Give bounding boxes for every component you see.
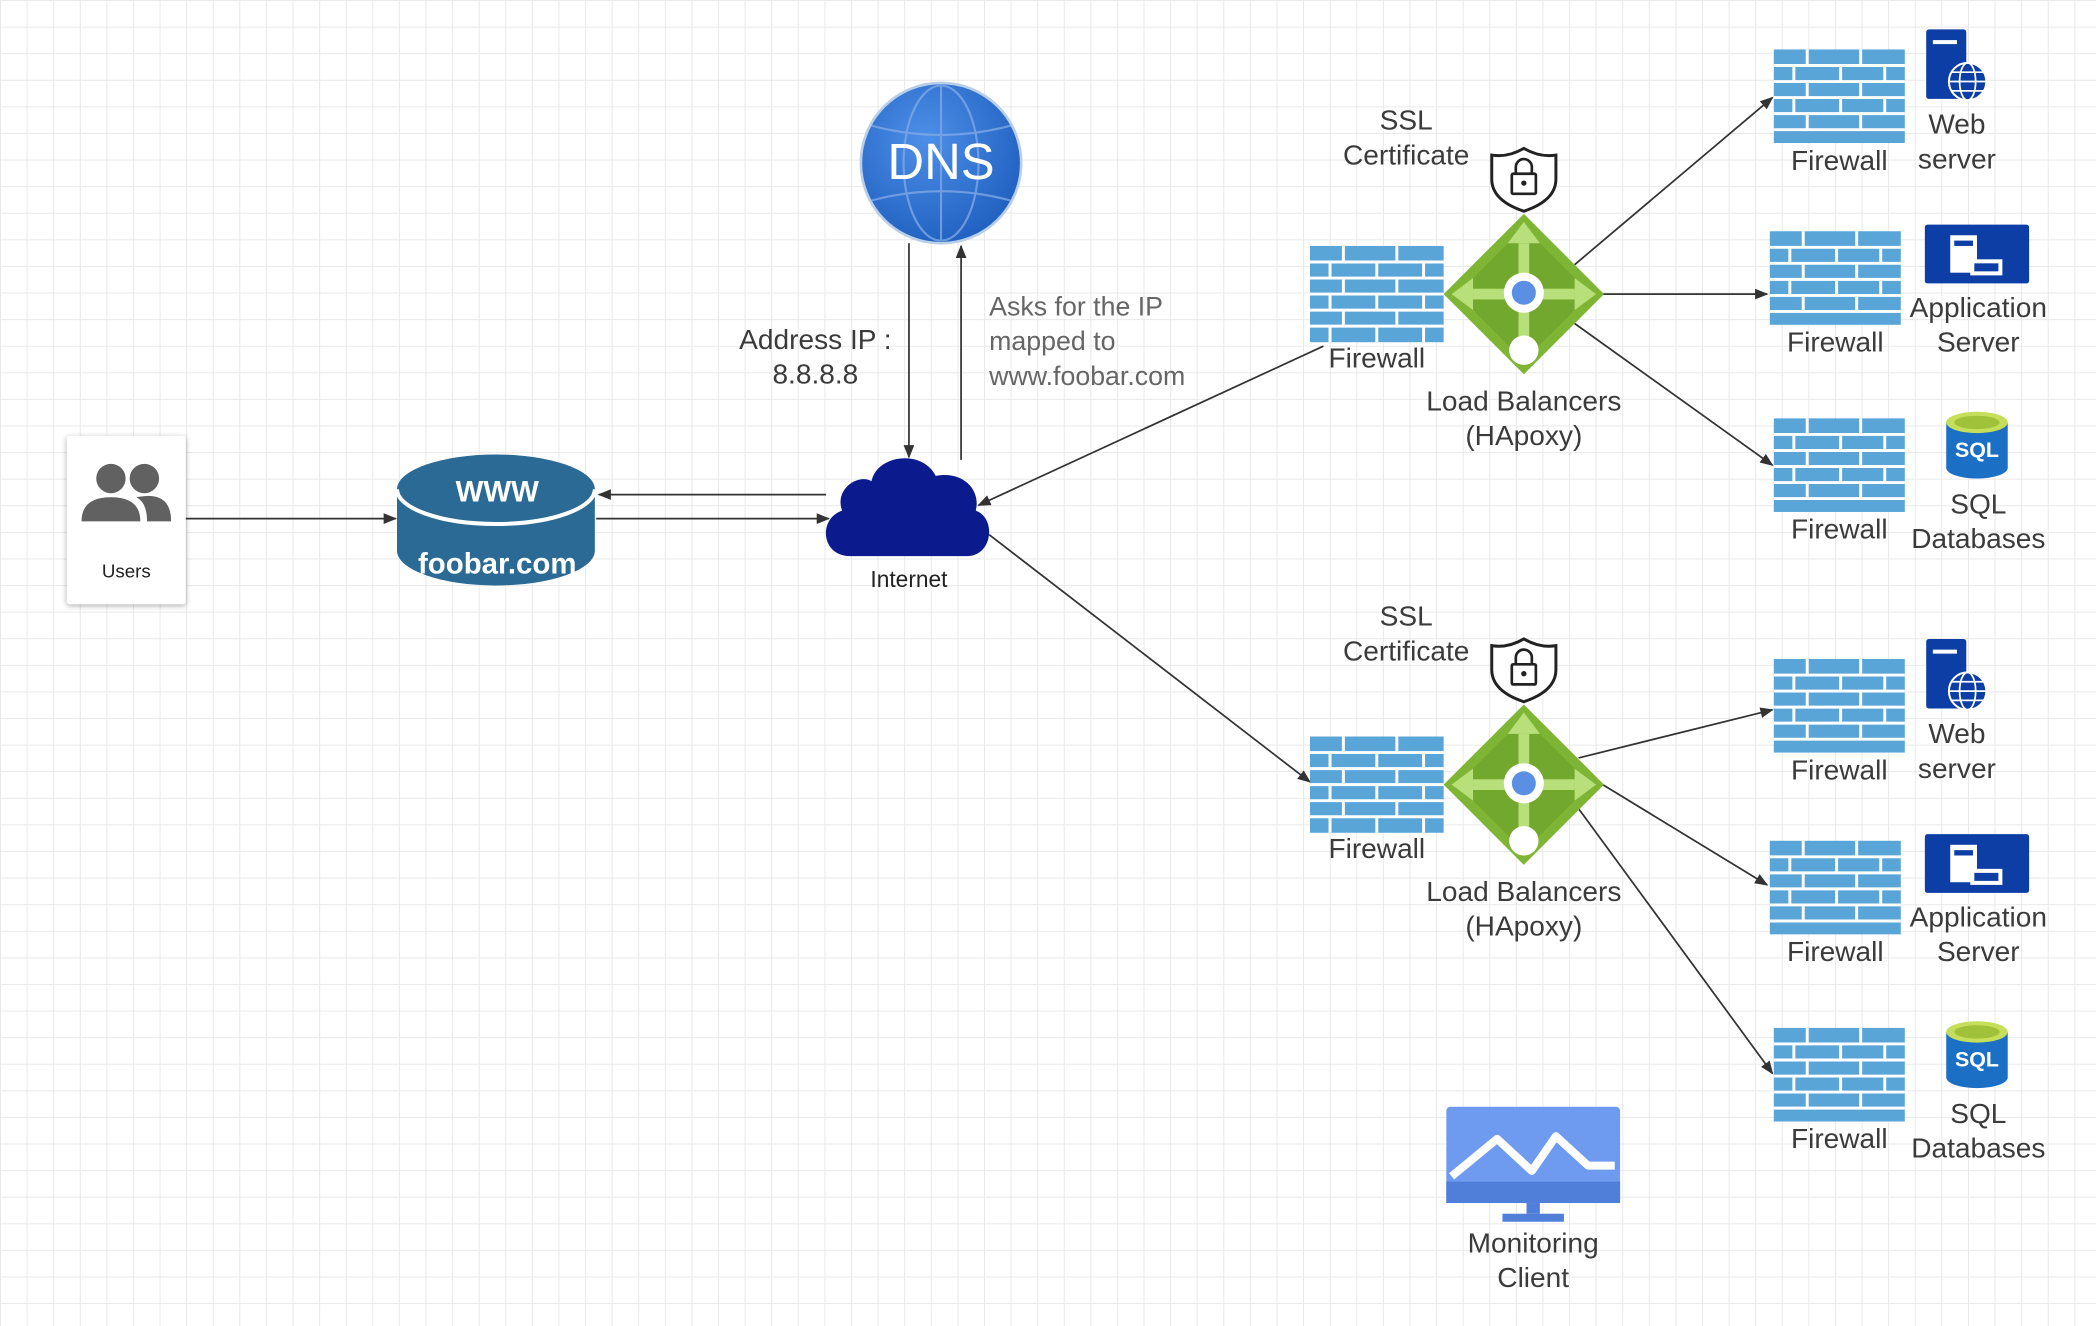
asks-ip-line1: Asks for the IP [989,292,1164,323]
internet-to-firewall-bottom-arrow [988,533,1312,783]
cluster1-web-line1: Web [1928,109,1986,141]
cluster2-sql-firewall-label: Firewall [1790,1124,1888,1155]
cluster2-firewall-label: Firewall [1328,834,1426,865]
asks-ip-line2: mapped to [989,327,1116,357]
internet-label: Internet [870,566,948,593]
lb2-to-web-arrow [1578,707,1774,759]
cluster1-web-firewall-label: Firewall [1790,145,1888,177]
cluster1-sql-line2: Databases [1911,523,2046,555]
cluster2-app-line1: Application [1909,902,2047,934]
cluster1-ssl-line1: SSL [1379,105,1433,137]
cluster2-ssl-line2: Certificate [1343,636,1470,668]
cluster1-sql-line1: SQL [1950,489,2007,520]
cluster2-lb-line1: Load Balancers [1426,876,1622,908]
website-domain-label: foobar.com [417,546,577,581]
cluster1-app-line1: Application [1909,292,2047,324]
cluster2-sql-line1: SQL [1950,1098,2007,1130]
cluster2-web-firewall-label: Firewall [1790,755,1888,786]
cluster1-firewall-label: Firewall [1328,343,1426,375]
cluster2-lb-line2: (HApoxy) [1465,911,1583,943]
firewall-top-to-internet-arrow [977,345,1324,507]
lb1-to-sql-arrow [1574,322,1774,466]
cluster2-web-line2: server [1917,753,1996,785]
address-ip-line1: Address IP : [739,324,892,356]
users-label: Users [101,560,151,582]
monitoring-line2: Client [1497,1263,1570,1294]
cluster1-web-line2: server [1917,144,1996,176]
cluster1-sql-firewall-label: Firewall [1790,514,1888,546]
lb1-to-web-arrow [1574,96,1774,266]
cluster2-app-firewall-label: Firewall [1786,937,1884,968]
cluster2-app-line2: Server [1936,937,2020,968]
cluster2-sql-line2: Databases [1911,1133,2046,1165]
cluster1-ssl-line2: Certificate [1343,140,1470,172]
cluster2-ssl-line1: SSL [1379,601,1433,633]
cluster1-app-line2: Server [1936,327,2020,359]
monitoring-line1: Monitoring [1467,1228,1599,1260]
lb2-to-app-arrow [1602,783,1769,886]
dns-label: DNS [887,135,995,192]
cluster1-app-firewall-label: Firewall [1786,327,1884,359]
cluster2-web-line1: Web [1928,719,1986,750]
website-www-label: WWW [455,474,539,508]
users-icon [81,463,172,522]
cluster1-lb-line1: Load Balancers [1426,386,1622,418]
asks-ip-line3: www.foobar.com [989,362,1186,392]
lb2-to-sql-arrow [1577,808,1774,1075]
users-node[interactable]: Users [66,435,186,605]
cluster1-lb-line2: (HApoxy) [1465,421,1583,452]
address-ip-line2: 8.8.8.8 [772,359,859,391]
